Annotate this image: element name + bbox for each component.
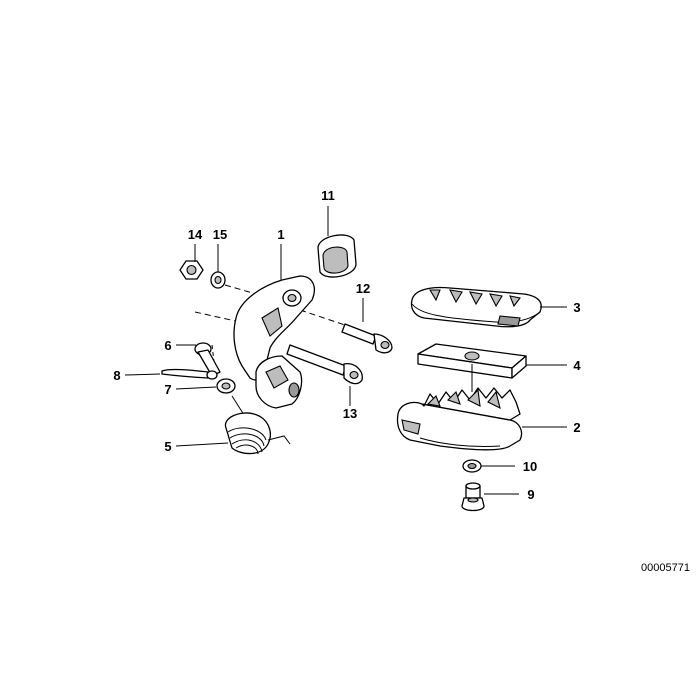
callout-3: 3 [573, 300, 580, 315]
callout-5: 5 [164, 439, 171, 454]
part-4-support-plate [417, 343, 527, 392]
callout-7: 7 [164, 382, 171, 397]
part-9-bolt [461, 482, 485, 512]
callout-11: 11 [321, 188, 335, 203]
leader-lines [124, 206, 567, 495]
callout-14: 14 [188, 227, 203, 242]
part-3-rubber-pad [410, 286, 542, 328]
drawing-number: 00005771 [641, 562, 690, 574]
callout-6: 6 [164, 338, 171, 353]
part-2-footrest-serrated [396, 387, 523, 451]
callout-1: 1 [277, 227, 284, 242]
part-10-washer [462, 459, 482, 473]
part-12-hex-socket-screw [341, 323, 393, 354]
callout-4: 4 [573, 358, 581, 373]
callout-labels: 1 2 3 4 5 6 7 8 9 10 11 12 13 14 15 [113, 188, 581, 502]
part-7-washer [216, 378, 236, 394]
part-8-split-pin [161, 368, 218, 380]
part-5-torsion-spring [224, 395, 291, 455]
part-15-washer [210, 271, 226, 289]
callout-9: 9 [527, 487, 534, 502]
part-6-clevis-pin [194, 342, 221, 377]
callout-15: 15 [213, 227, 227, 242]
callout-12: 12 [356, 281, 370, 296]
callout-13: 13 [343, 406, 357, 421]
part-14-hex-nut [179, 260, 204, 280]
callout-8: 8 [113, 368, 120, 383]
part-11-rubber-bushing [317, 234, 357, 278]
callout-2: 2 [573, 420, 580, 435]
assembly-axis-lines [194, 284, 346, 371]
part-13-hex-socket-screw [286, 344, 363, 385]
part-1-footrest-bracket [233, 275, 315, 409]
callout-10: 10 [523, 459, 537, 474]
